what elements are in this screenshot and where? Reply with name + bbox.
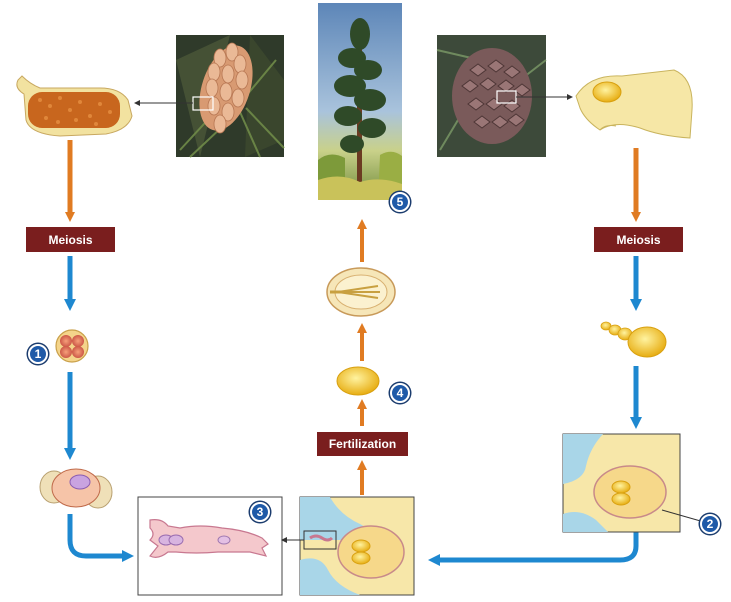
ovule-panel — [562, 433, 681, 533]
ovulate-cone-photo — [436, 35, 547, 157]
pollen-grain — [39, 468, 113, 509]
arrow-blue-left-3 — [67, 514, 134, 562]
step-3-badge: 3 — [250, 502, 270, 522]
step-2-badge: 2 — [700, 514, 720, 534]
microsporangium-illustration — [16, 75, 133, 137]
fertilization-panel — [299, 496, 415, 596]
step-4-badge: 4 — [390, 383, 410, 403]
meiosis-label-left: Meiosis — [26, 227, 115, 252]
step-1-badge: 1 — [28, 344, 48, 364]
zygote — [336, 366, 380, 396]
arrow-blue-bottom — [428, 532, 639, 566]
meiosis-label-right: Meiosis — [594, 227, 683, 252]
microspore-tetrad — [55, 329, 89, 363]
ovule-callout-line — [661, 509, 705, 523]
step-5-badge: 5 — [390, 192, 410, 212]
pine-tree-photo — [318, 3, 402, 200]
ovulate-scale-illustration — [575, 69, 693, 139]
seed-with-embryo — [326, 267, 396, 317]
megaspores — [600, 321, 667, 358]
pollen-cone-photo — [176, 35, 285, 158]
fertilization-label: Fertilization — [317, 432, 408, 456]
